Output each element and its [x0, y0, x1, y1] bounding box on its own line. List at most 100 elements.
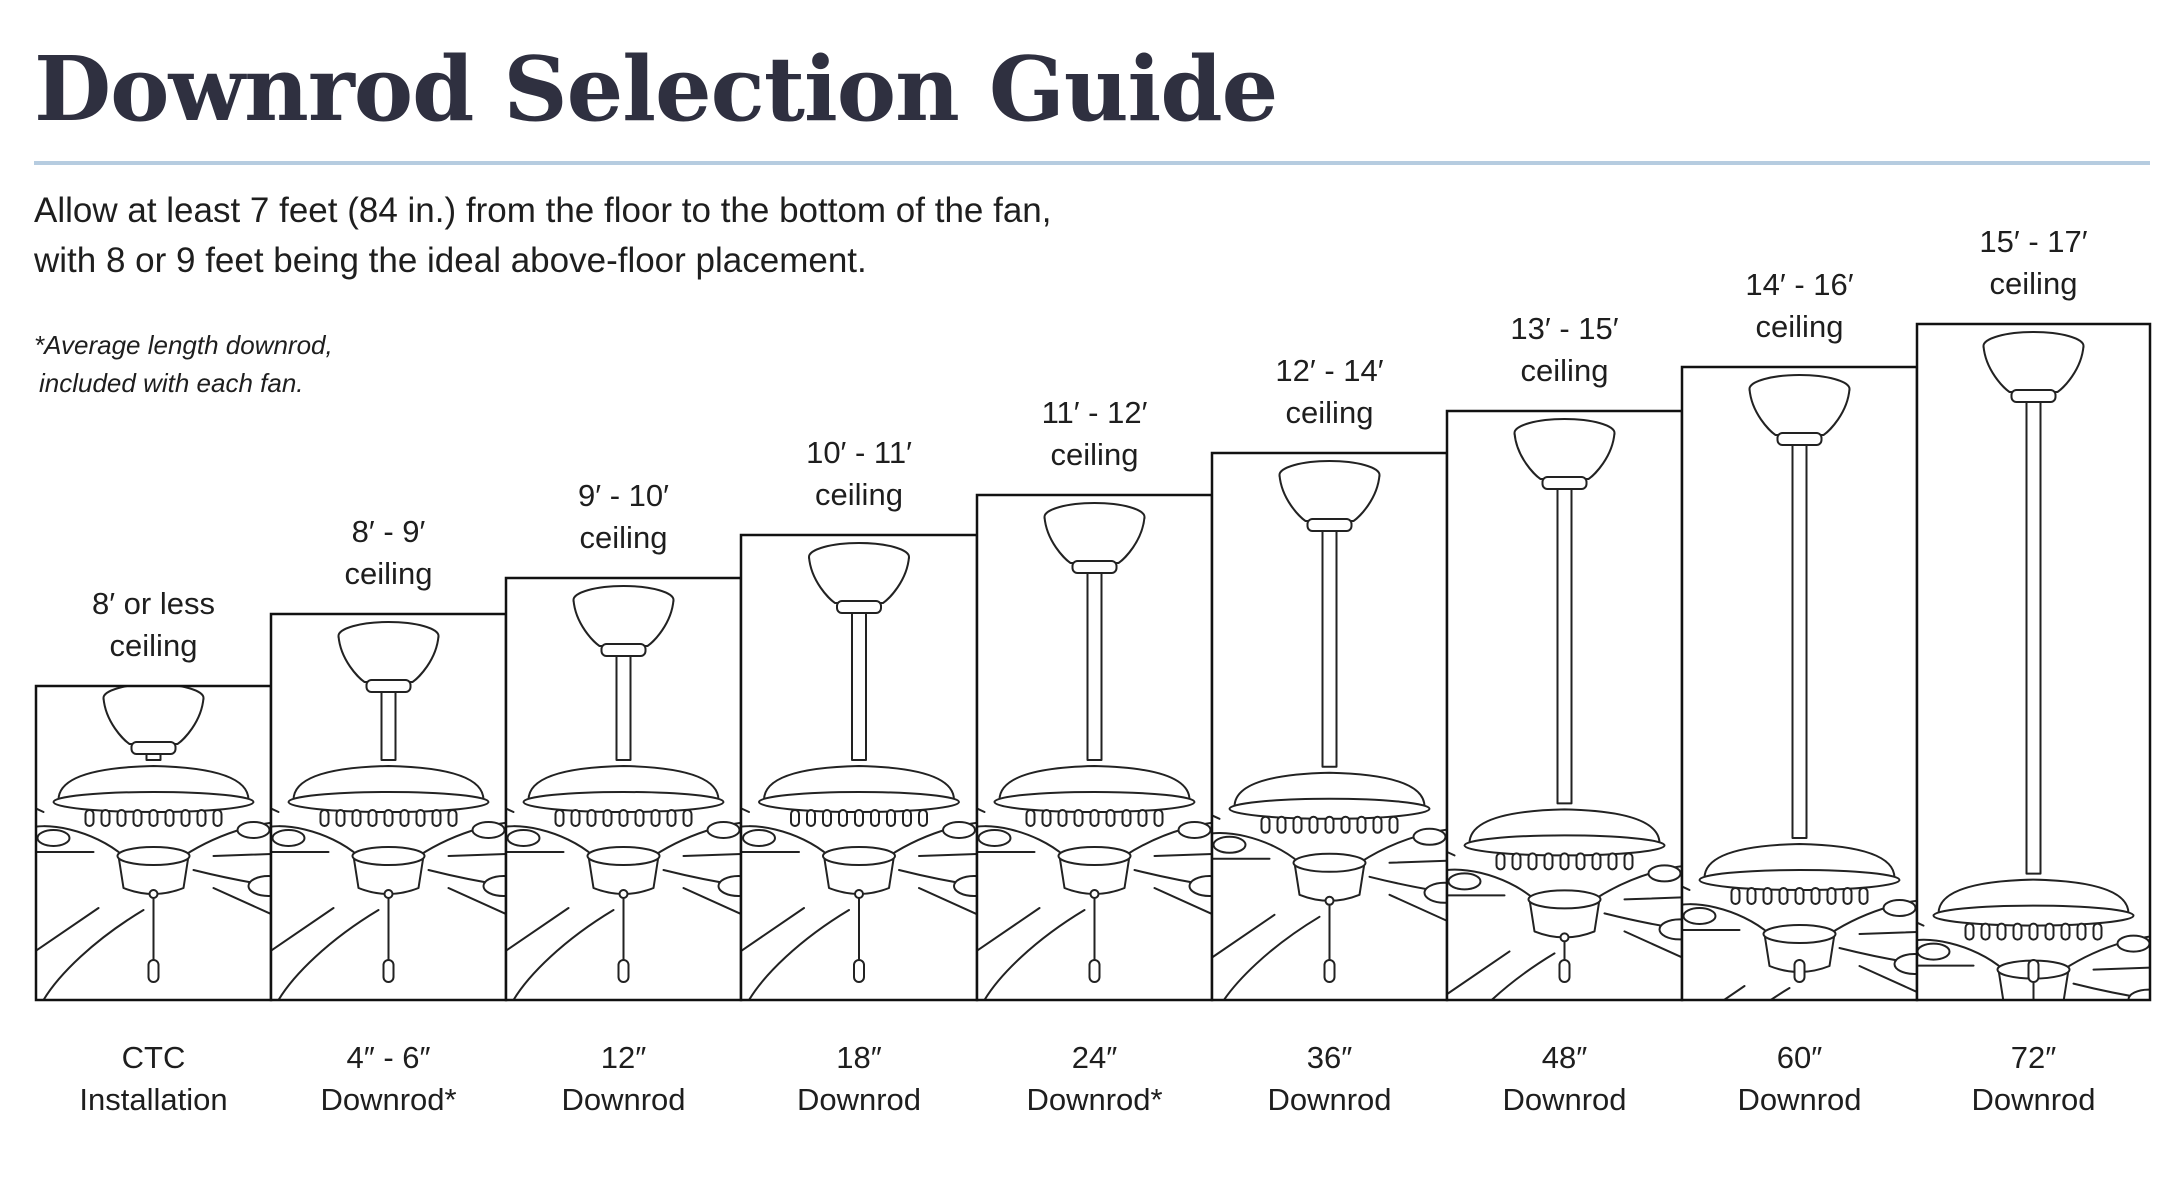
motor-vents: [1495, 852, 1634, 871]
fan-column: 12′ - 14′ ceiling 36″ Downrod: [1210, 353, 1449, 1117]
ceiling-label: 8′ - 9′: [352, 514, 426, 549]
downrod-label: 72″: [2011, 1040, 2056, 1075]
fan-column: 14′ - 16′ ceiling 60″ Downrod: [1680, 267, 1919, 1117]
pull-chain-icon: [1558, 940, 1571, 983]
downrod-label: Downrod: [1267, 1082, 1391, 1117]
downrod-label: Downrod*: [1026, 1082, 1162, 1117]
pull-chain-icon: [147, 897, 160, 983]
motor-vents: [1025, 809, 1164, 827]
fan-column: 8′ - 9′ ceiling 4″ - 6″ Downrod*: [269, 514, 508, 1117]
pull-chain-icon: [382, 897, 395, 983]
ceiling-fan-icon: [1212, 771, 1447, 1000]
downrod-icon: [1556, 488, 1573, 805]
canopy-icon: [102, 686, 205, 755]
downrod-icon: [1321, 530, 1338, 768]
fan-column: 10′ - 11′ ceiling 18″ Downrod: [739, 435, 979, 1117]
downrod-icon: [1086, 572, 1103, 761]
ceiling-label: 15′ - 17′: [1979, 224, 2087, 259]
fan-column: 15′ - 17′ ceiling 72″ Downrod: [1915, 224, 2152, 1117]
downrod-label: Downrod: [1971, 1082, 2095, 1117]
ceiling-frame: [1915, 322, 2152, 1002]
downrod-icon: [1791, 444, 1808, 839]
fan-column: 11′ - 12′ ceiling 24″ Downrod*: [975, 395, 1214, 1117]
downrod-icon: [2025, 401, 2042, 875]
pull-chain-icon: [1088, 897, 1101, 983]
ceiling-fan-icon: [1682, 843, 1917, 1000]
motor-vents: [554, 809, 693, 827]
downrod-label: Downrod: [1502, 1082, 1626, 1117]
ceiling-label: ceiling: [815, 477, 903, 512]
ceiling-label: ceiling: [580, 520, 668, 555]
canopy-icon: [337, 621, 440, 693]
footnote-line-1: *Average length downrod,: [34, 330, 333, 360]
pull-chain-icon: [2027, 959, 2040, 1000]
ceiling-label: ceiling: [1521, 353, 1609, 388]
motor-vents: [1730, 887, 1869, 905]
title-divider: [34, 161, 2150, 165]
downrod-label: Downrod: [1737, 1082, 1861, 1117]
pull-chain-icon: [1323, 903, 1336, 983]
downrod-label: 48″: [1542, 1040, 1587, 1075]
motor-vents: [1260, 815, 1399, 834]
ceiling-label: 8′ or less: [92, 586, 215, 621]
intro-line-1: Allow at least 7 feet (84 in.) from the …: [34, 191, 1052, 230]
page-title: Downrod Selection Guide: [34, 36, 1278, 141]
ceiling-label: 14′ - 16′: [1745, 267, 1853, 302]
ceiling-fan-icon: [36, 765, 271, 1000]
downrod-label: CTC: [122, 1040, 186, 1075]
pull-chain-icon: [853, 897, 865, 983]
canopy-icon: [1278, 460, 1381, 532]
ceiling-label: ceiling: [345, 556, 433, 591]
downrod-label: 36″: [1307, 1040, 1352, 1075]
ceiling-label: ceiling: [1990, 266, 2078, 301]
downrod-label: 24″: [1072, 1040, 1117, 1075]
ceiling-label: ceiling: [1051, 437, 1139, 472]
canopy-icon: [1513, 418, 1616, 490]
ceiling-fan-icon: [741, 765, 977, 1000]
canopy-icon: [1748, 374, 1851, 446]
downrod-label: 60″: [1777, 1040, 1822, 1075]
ceiling-label: ceiling: [1286, 395, 1374, 430]
downrod-label: Downrod: [797, 1082, 921, 1117]
downrod-icon: [615, 655, 632, 761]
fan-column: 9′ - 10′ ceiling 12″ Downrod: [504, 478, 743, 1117]
ceiling-label: 9′ - 10′: [578, 478, 669, 513]
ceiling-fan-icon: [977, 765, 1212, 1000]
ceiling-label: ceiling: [1756, 309, 1844, 344]
canopy-icon: [1982, 331, 2085, 403]
ceiling-fan-icon: [506, 765, 741, 1000]
motor-vents: [1964, 922, 2103, 941]
downrod-label: Downrod*: [320, 1082, 456, 1117]
motor-vents: [84, 809, 223, 827]
ceiling-label: 11′ - 12′: [1042, 395, 1148, 430]
footnote: *Average length downrod, included with e…: [34, 326, 333, 402]
canopy-icon: [1043, 502, 1146, 574]
ceiling-label: 13′ - 15′: [1510, 311, 1618, 346]
canopy-icon: [572, 585, 675, 657]
pull-chain-icon: [617, 897, 630, 983]
downrod-label: 18″: [836, 1040, 881, 1075]
downrod-label: 12″: [601, 1040, 646, 1075]
downrod-icon: [851, 612, 867, 761]
intro-line-2: with 8 or 9 feet being the ideal above-f…: [34, 241, 867, 280]
ceiling-fan-icon: [1447, 808, 1682, 1000]
pull-chain-icon: [1793, 959, 1806, 983]
downrod-icon: [145, 753, 162, 761]
downrod-icon: [380, 691, 397, 761]
intro-text: Allow at least 7 feet (84 in.) from the …: [34, 186, 1051, 286]
canopy-icon: [808, 542, 910, 614]
ceiling-fan-icon: [271, 765, 506, 1000]
motor-vents: [790, 809, 928, 827]
downrod-label: Installation: [79, 1082, 227, 1117]
fan-column: 13′ - 15′ ceiling 48″ Downrod: [1445, 311, 1684, 1117]
motor-vents: [319, 809, 458, 827]
ceiling-label: ceiling: [110, 628, 198, 663]
ceiling-fan-icon: [1917, 878, 2150, 1000]
ceiling-label: 10′ - 11′: [806, 435, 912, 470]
ceiling-label: 12′ - 14′: [1275, 353, 1383, 388]
downrod-label: 4″ - 6″: [347, 1040, 431, 1075]
footnote-line-2: included with each fan.: [39, 368, 304, 398]
downrod-label: Downrod: [561, 1082, 685, 1117]
